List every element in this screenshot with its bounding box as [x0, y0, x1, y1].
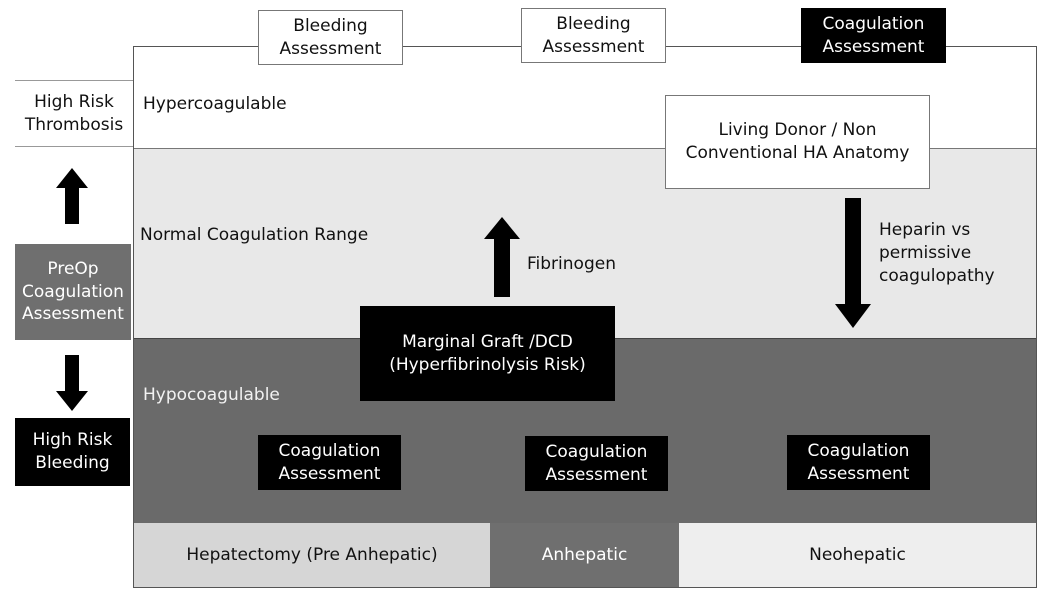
heparin-arrow-down-icon	[835, 198, 871, 328]
phase-neohepatic-label: Neohepatic	[809, 545, 906, 565]
marginal-graft-label: Marginal Graft /DCD (Hyperfibrinolysis R…	[389, 331, 586, 375]
living-donor-label: Living Donor / Non Conventional HA Anato…	[685, 120, 910, 163]
bleeding-assessment-box-1: Bleeding Assessment	[258, 10, 403, 65]
bleeding-assessment-label-2: Bleeding Assessment	[542, 13, 645, 57]
fibrinogen-arrow-up-icon	[484, 217, 520, 297]
coagulation-assessment-box-3: Coagulation Assessment	[787, 435, 930, 490]
coagulation-assessment-top-label: Coagulation Assessment	[822, 13, 925, 57]
high-risk-bleeding-box: High Risk Bleeding	[15, 418, 130, 486]
high-risk-thrombosis-label: High Risk Thrombosis	[24, 91, 124, 135]
phase-anhepatic-label: Anhepatic	[541, 545, 628, 565]
left-column-divider	[15, 80, 133, 81]
high-risk-bleeding-label: High Risk Bleeding	[32, 430, 113, 473]
coagulation-assessment-label-1: Coagulation Assessment	[278, 440, 381, 484]
phase-anhepatic: Anhepatic	[490, 523, 679, 587]
phase-hepatectomy: Hepatectomy (Pre Anhepatic)	[134, 523, 490, 587]
coagulation-assessment-top-box: Coagulation Assessment	[801, 8, 946, 63]
coagulation-assessment-box-1: Coagulation Assessment	[258, 435, 401, 490]
hypercoagulable-label: Hypercoagulable	[143, 94, 287, 114]
marginal-graft-box: Marginal Graft /DCD (Hyperfibrinolysis R…	[360, 306, 615, 401]
coagulation-assessment-label-2: Coagulation Assessment	[545, 441, 648, 485]
heparin-label: Heparin vs permissive coagulopathy	[879, 220, 995, 286]
living-donor-box: Living Donor / Non Conventional HA Anato…	[665, 95, 930, 189]
coagulation-assessment-label-3: Coagulation Assessment	[807, 440, 910, 484]
arrow-up-icon	[56, 168, 88, 224]
phase-neohepatic: Neohepatic	[679, 523, 1036, 587]
preop-coagulation-box: PreOp Coagulation Assessment	[15, 244, 131, 340]
high-risk-thrombosis-box: High Risk Thrombosis	[15, 81, 133, 147]
normal-coagulation-label: Normal Coagulation Range	[140, 225, 369, 245]
bleeding-assessment-box-2: Bleeding Assessment	[521, 8, 666, 63]
phase-hepatectomy-label: Hepatectomy (Pre Anhepatic)	[186, 545, 438, 565]
arrow-down-icon	[56, 355, 88, 411]
fibrinogen-label: Fibrinogen	[527, 254, 616, 274]
hypocoagulable-label: Hypocoagulable	[143, 385, 280, 405]
preop-coagulation-label: PreOp Coagulation Assessment	[22, 258, 124, 325]
coagulation-assessment-box-2: Coagulation Assessment	[525, 436, 668, 491]
bleeding-assessment-label-1: Bleeding Assessment	[279, 15, 382, 59]
